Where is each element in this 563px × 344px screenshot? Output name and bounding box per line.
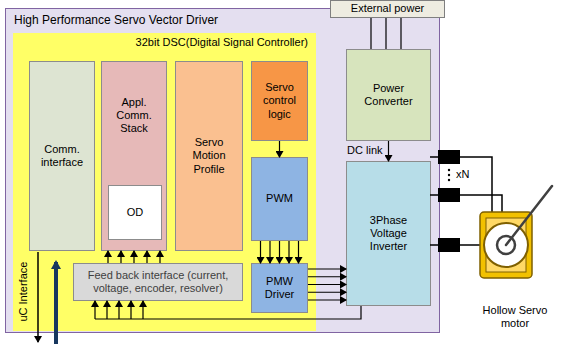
motor-caption: Hollow Servo motor <box>470 304 560 330</box>
box-label: High Performance Servo Vector Driver <box>14 13 218 27</box>
process-box: Feed back interface (current, voltage, e… <box>73 263 243 301</box>
process-box: 3Phase Voltage Inverter <box>346 161 431 306</box>
box-label: Servo control logic <box>255 81 304 121</box>
motor-wire <box>460 195 502 212</box>
box-label: Power Converter <box>350 82 427 108</box>
motor-wire <box>460 244 480 246</box>
box-label: OD <box>127 206 144 219</box>
dsc-region: 32bit DSC(Digital Signal Controller) Comm… <box>13 33 316 331</box>
process-box: PMW Driver <box>251 263 308 313</box>
connector <box>279 141 280 157</box>
box-label: Comm. interface <box>33 143 91 169</box>
process-box: Power Converter <box>346 49 431 141</box>
connector <box>108 251 160 263</box>
uc-up-arrow <box>54 262 58 344</box>
connector <box>371 18 401 49</box>
driver-housing: High Performance Servo Vector Driver 32bi… <box>5 8 440 333</box>
box-label: Servo Motion Profile <box>179 136 239 176</box>
terminal <box>438 150 460 164</box>
box-label: PMW Driver <box>255 275 304 301</box>
hollow-servo-motor <box>480 186 552 278</box>
multiplicity-label: xN <box>456 168 469 181</box>
power-source-box: External power <box>330 0 445 18</box>
process-box: Appl. Comm. StackOD <box>101 61 167 251</box>
process-box: Servo control logic <box>251 61 308 141</box>
connector <box>388 141 389 161</box>
motor-wire <box>460 157 492 212</box>
box-label: 32bit DSC(Digital Signal Controller) <box>136 36 308 49</box>
process-box: Servo Motion Profile <box>175 61 243 251</box>
terminal <box>438 238 460 252</box>
interface-label: uC Interface <box>17 262 30 322</box>
process-box: Comm. interface <box>29 61 95 251</box>
uc-down-arrow <box>37 252 39 342</box>
box-label: 3Phase Voltage Inverter <box>350 214 427 254</box>
process-box: PWM <box>251 157 308 241</box>
box-label: Appl. Comm. Stack <box>105 96 163 136</box>
connector <box>95 301 361 319</box>
connector <box>261 241 299 263</box>
box-label: PWM <box>266 192 293 205</box>
connector <box>308 269 346 300</box>
box-label: Feed back interface (current, voltage, e… <box>77 269 239 295</box>
box-label: External power <box>351 2 424 15</box>
edge-label: DC link <box>347 144 382 157</box>
process-box: OD <box>108 185 162 240</box>
terminal <box>438 188 460 202</box>
